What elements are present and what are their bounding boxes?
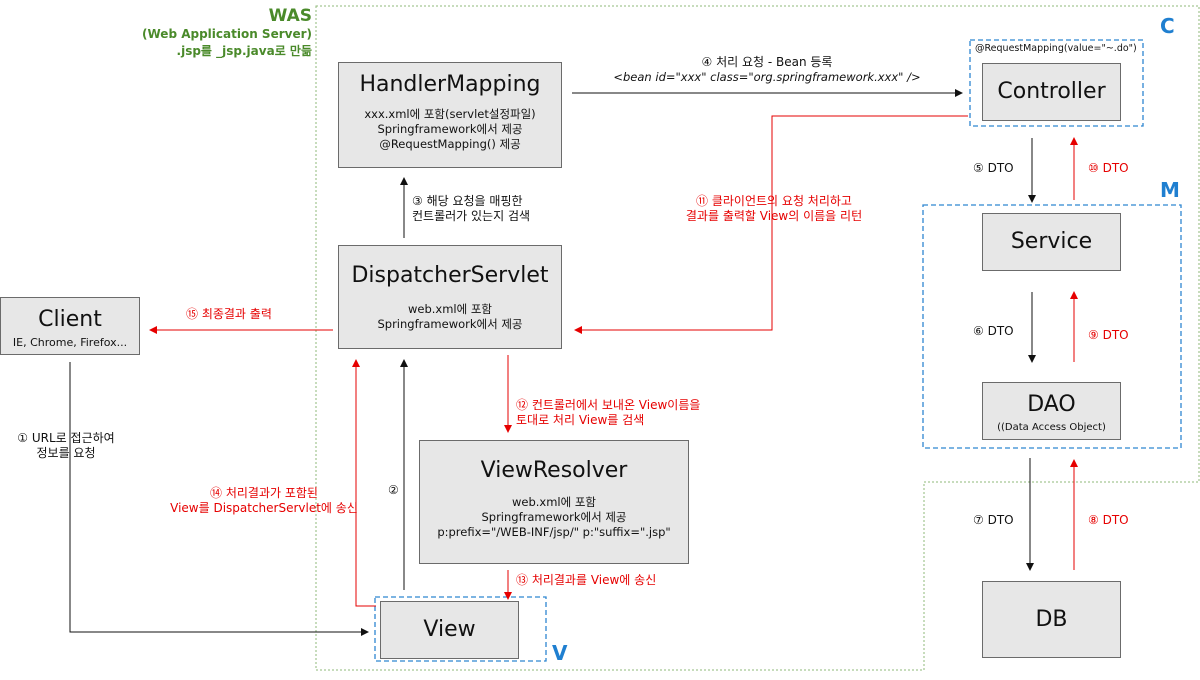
step4-label: ④ 처리 요청 - Bean 등록 <bean id="xxx" class="…	[607, 55, 927, 85]
view-resolver-line: p:prefix="/WEB-INF/jsp/" p:"suffix=".jsp…	[437, 525, 671, 540]
view-resolver-line: web.xml에 포함	[511, 495, 597, 510]
step3-line: 컨트롤러가 있는지 검색	[412, 209, 531, 223]
arrow-step11	[574, 115, 968, 334]
layer-label-view: V	[552, 641, 568, 665]
step7-label: ⑦ DTO	[973, 513, 1014, 527]
view-box[interactable]: View	[380, 601, 519, 659]
dao-subtitle: ((Data Access Object)	[997, 422, 1106, 434]
step1-line: 정보를 요청	[36, 446, 96, 460]
db-box[interactable]: DB	[982, 581, 1121, 658]
step15-label: ⑮ 최종결과 출력	[186, 307, 272, 321]
controller-box[interactable]: Controller	[982, 63, 1121, 121]
step12-label: ⑫ 컨트롤러에서 보내온 View이름을 토대로 처리 View를 검색	[516, 398, 700, 428]
dispatcher-servlet-title: DispatcherServlet	[351, 263, 549, 288]
view-title: View	[423, 617, 476, 642]
dao-title: DAO	[1027, 392, 1076, 417]
step8-label: ⑧ DTO	[1088, 513, 1129, 527]
view-resolver-line: Springframework에서 제공	[481, 510, 627, 525]
controller-region	[969, 39, 1144, 127]
service-box[interactable]: Service	[982, 213, 1121, 271]
layer-label-model: M	[1160, 178, 1180, 202]
was-region	[315, 5, 1200, 671]
model-region	[922, 204, 1182, 449]
request-mapping-annotation: @RequestMapping(value="~.do")	[975, 43, 1137, 54]
db-title: DB	[1035, 607, 1068, 632]
was-note: .jsp를 _jsp.java로 만듦	[176, 44, 312, 58]
layer-label-controller: C	[1160, 14, 1175, 38]
step1-line: ① URL로 접근하여	[17, 431, 115, 445]
step4-code: <bean id="xxx" class="org.springframewor…	[613, 70, 921, 84]
handler-mapping-line: Springframework에서 제공	[377, 122, 523, 137]
step11-line: 결과를 출력할 View의 이름을 리턴	[685, 209, 863, 223]
step9-label: ⑨ DTO	[1088, 328, 1129, 342]
step6-label: ⑥ DTO	[973, 324, 1014, 338]
service-title: Service	[1010, 229, 1093, 254]
step1-label: ① URL로 접근하여 정보를 요청	[6, 431, 126, 461]
client-subtitle: IE, Chrome, Firefox...	[12, 336, 128, 350]
step2-label: ②	[388, 483, 399, 497]
view-resolver-title: ViewResolver	[480, 458, 628, 483]
was-title: WAS	[268, 6, 312, 26]
was-subtitle: (Web Application Server)	[142, 27, 312, 41]
arrow-step14	[352, 359, 376, 607]
handler-mapping-title: HandlerMapping	[359, 72, 541, 97]
step12-line: ⑫ 컨트롤러에서 보내온 View이름을	[516, 398, 701, 412]
client-box[interactable]: Client IE, Chrome, Firefox...	[0, 297, 140, 355]
step4-line: ④ 처리 요청 - Bean 등록	[701, 55, 833, 69]
step11-label: ⑪ 클라이언트의 요청 처리하고 결과를 출력할 View의 이름을 리턴	[664, 194, 884, 224]
step11-line: ⑪ 클라이언트의 요청 처리하고	[696, 194, 852, 208]
step12-line: 토대로 처리 View를 검색	[516, 413, 645, 427]
dispatcher-servlet-box[interactable]: DispatcherServlet web.xml에 포함 Springfram…	[338, 245, 562, 349]
handler-mapping-box[interactable]: HandlerMapping xxx.xml에 포함(servlet설정파일) …	[338, 62, 562, 168]
controller-title: Controller	[997, 79, 1106, 104]
handler-mapping-line: @RequestMapping() 제공	[379, 137, 521, 152]
dispatcher-servlet-line: web.xml에 포함	[407, 302, 493, 317]
step14-label: ⑭ 처리결과가 포함된 View를 DispatcherServlet에 송신	[148, 486, 380, 516]
view-resolver-box[interactable]: ViewResolver web.xml에 포함 Springframework…	[419, 440, 689, 564]
step13-label: ⑬ 처리결과를 View에 송신	[516, 573, 657, 587]
arrow-step1	[69, 362, 369, 636]
step14-line: ⑭ 처리결과가 포함된	[210, 486, 318, 500]
step14-line: View를 DispatcherServlet에 송신	[170, 501, 358, 515]
client-title: Client	[38, 307, 102, 332]
dao-box[interactable]: DAO ((Data Access Object)	[982, 382, 1121, 440]
dispatcher-servlet-line: Springframework에서 제공	[377, 317, 523, 332]
step10-label: ⑩ DTO	[1088, 161, 1129, 175]
step5-label: ⑤ DTO	[973, 161, 1014, 175]
step3-label: ③ 해당 요청을 매핑한 컨트롤러가 있는지 검색	[412, 194, 530, 224]
view-region	[374, 596, 547, 662]
handler-mapping-line: xxx.xml에 포함(servlet설정파일)	[364, 107, 536, 122]
step3-line: ③ 해당 요청을 매핑한	[412, 194, 523, 208]
